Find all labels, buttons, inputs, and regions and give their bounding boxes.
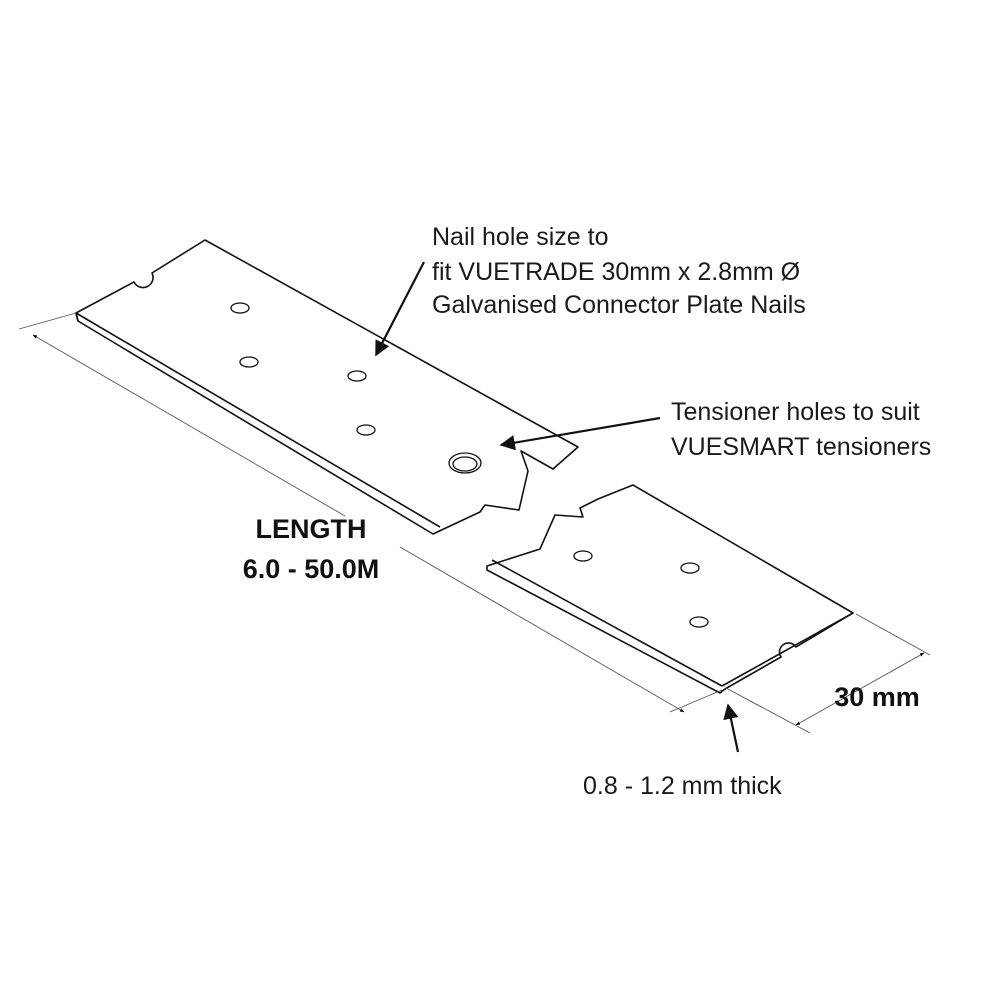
strap-right-end-edge bbox=[721, 612, 854, 687]
strap-left-outline bbox=[75, 239, 579, 535]
nail-hole bbox=[239, 356, 259, 368]
length-dimension-line-upper bbox=[32, 334, 346, 517]
width-extension-bottom bbox=[725, 687, 811, 734]
nail-hole bbox=[230, 302, 250, 314]
nail-hole bbox=[680, 562, 700, 574]
width-extension-top bbox=[855, 613, 931, 656]
strap-left-thickness-edge bbox=[75, 312, 79, 322]
nail-holes bbox=[230, 302, 709, 628]
thickness-label: 0.8 - 1.2 mm thick bbox=[583, 772, 782, 800]
strap-right-top-face-edge bbox=[491, 559, 723, 687]
nail-hole bbox=[347, 370, 367, 382]
width-label: 30 mm bbox=[834, 682, 920, 712]
tensioner-note-line2: VUESMART tensioners bbox=[671, 433, 931, 461]
thickness-arrow bbox=[723, 703, 740, 753]
width-dimension-line bbox=[795, 652, 925, 726]
width-dimension bbox=[725, 613, 931, 734]
nail-hole bbox=[573, 550, 593, 562]
length-dimension bbox=[18, 312, 723, 713]
length-extension-left bbox=[18, 312, 77, 330]
length-label: LENGTH bbox=[256, 514, 367, 544]
length-value: 6.0 - 50.0M bbox=[243, 554, 380, 584]
nail-hole-note-line1: Nail hole size to bbox=[432, 223, 608, 251]
nail-hole-arrow bbox=[375, 261, 425, 357]
strap-left-segment bbox=[75, 239, 579, 535]
strap-right-segment bbox=[486, 484, 854, 694]
length-extension-right bbox=[669, 689, 723, 713]
tensioner-note-line1: Tensioner holes to suit bbox=[671, 398, 920, 426]
nail-hole-note-line2: fit VUETRADE 30mm x 2.8mm Ø bbox=[432, 258, 800, 286]
nail-hole bbox=[356, 424, 376, 436]
strap-left-top-face-edge bbox=[75, 312, 441, 528]
nail-hole bbox=[689, 616, 709, 628]
strap-right-outline bbox=[486, 484, 854, 694]
length-dimension-line-lower bbox=[399, 546, 685, 713]
tensioner-hole-inner bbox=[452, 456, 478, 472]
tensioner-hole bbox=[448, 452, 482, 474]
tensioner-arrow bbox=[499, 416, 661, 451]
nail-hole-note-line3: Galvanised Connector Plate Nails bbox=[432, 291, 806, 319]
